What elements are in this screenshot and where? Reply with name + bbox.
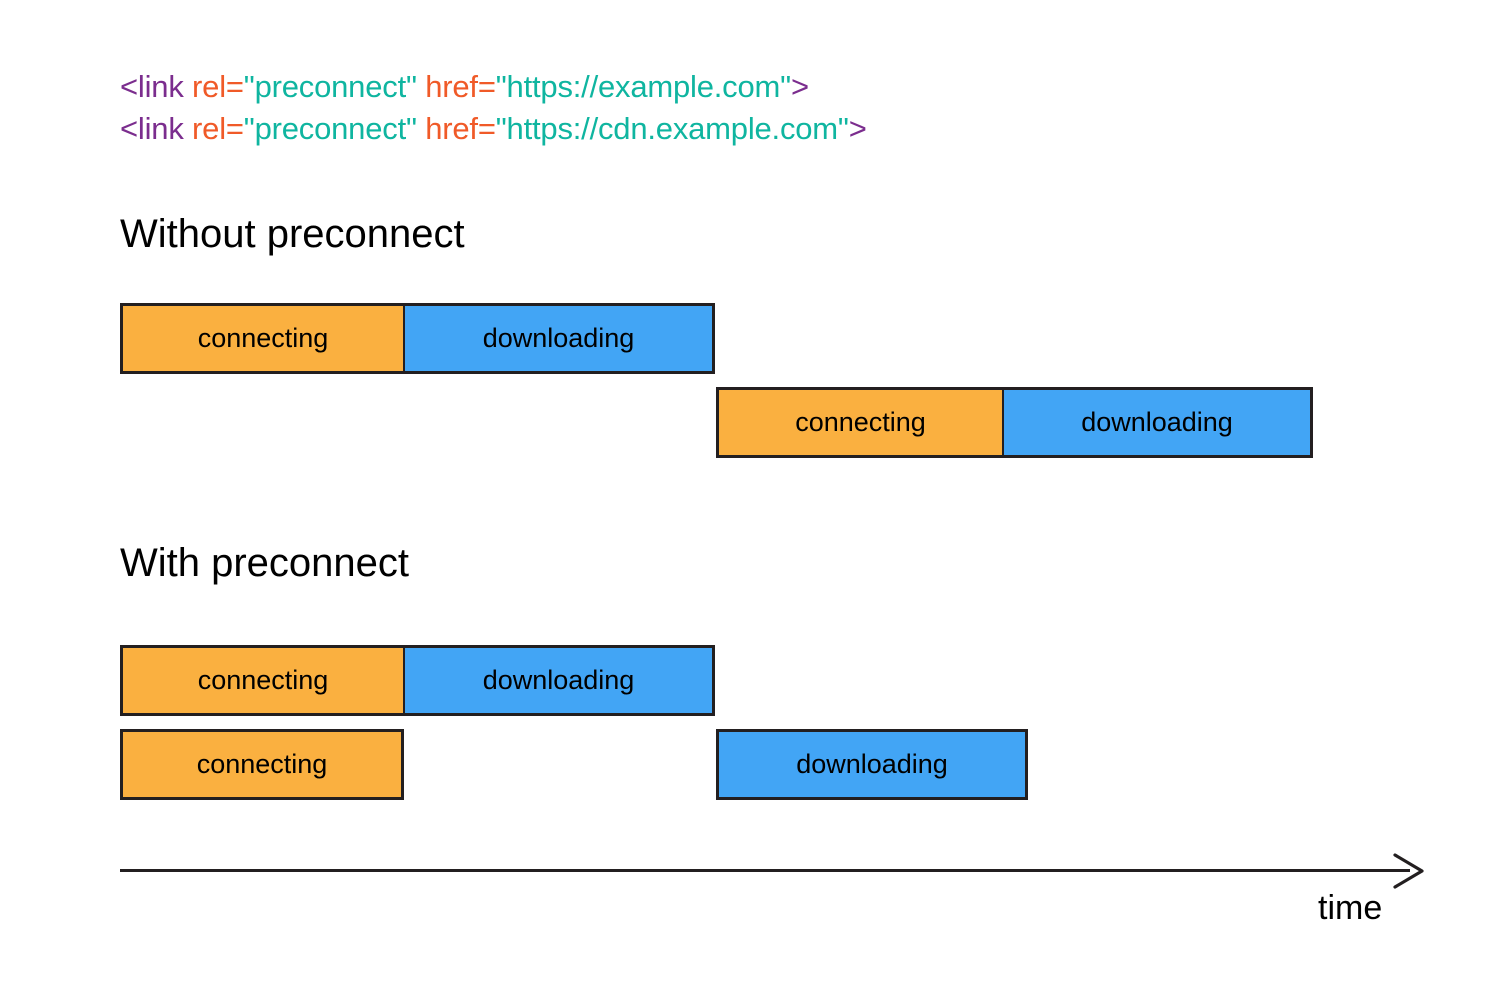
section-title-without-preconnect: Without preconnect [120, 212, 465, 256]
bar-with-row2-downloading: downloading [716, 729, 1028, 800]
bar-with-row2-connecting: connecting [120, 729, 404, 800]
bar-without-row1-downloading: downloading [404, 303, 715, 374]
bar-without-row2-downloading: downloading [1003, 387, 1313, 458]
code-attr-href-2: href= [416, 111, 496, 146]
code-attr-href: href= [416, 69, 496, 104]
bar-without-row2-connecting: connecting [716, 387, 1003, 458]
code-tag-close: > [790, 69, 809, 104]
bar-without-row1-connecting: connecting [120, 303, 404, 374]
code-snippet: <link rel="preconnect" href="https://exa… [120, 66, 867, 150]
code-value-rel-2: "preconnect" [243, 111, 417, 146]
section-title-with-preconnect: With preconnect [120, 541, 410, 585]
code-value-rel: "preconnect" [243, 69, 417, 104]
code-line-2: <link rel="preconnect" href="https://cdn… [120, 108, 867, 150]
code-attr-rel-2: rel= [183, 111, 244, 146]
code-tag-open-2: <link [120, 111, 184, 146]
time-axis-line [120, 869, 1410, 872]
code-tag-open: <link [120, 69, 184, 104]
code-value-href-2: "https://cdn.example.com" [495, 111, 849, 146]
code-value-href: "https://example.com" [495, 69, 791, 104]
bar-with-row1-downloading: downloading [404, 645, 715, 716]
time-axis-arrow-icon [1393, 853, 1424, 889]
time-axis-label: time [1318, 889, 1383, 927]
code-attr-rel: rel= [183, 69, 244, 104]
code-tag-close-2: > [848, 111, 867, 146]
bar-with-row1-connecting: connecting [120, 645, 404, 716]
code-line-1: <link rel="preconnect" href="https://exa… [120, 66, 867, 108]
